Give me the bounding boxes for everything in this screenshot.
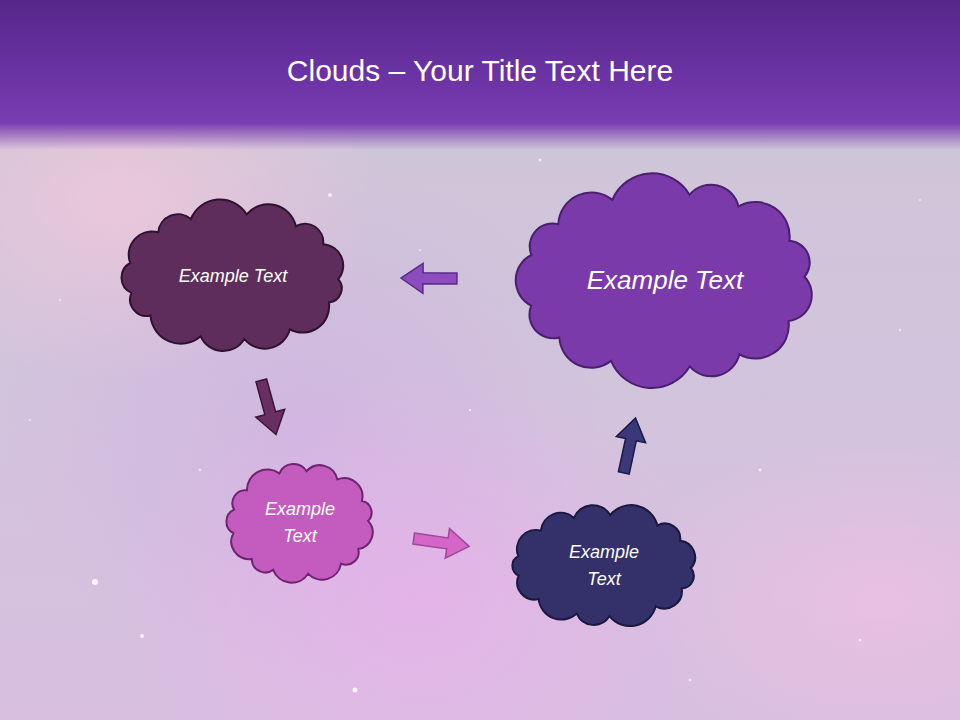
cloud-text: Example Text	[559, 539, 649, 593]
cloud-shape	[516, 173, 812, 388]
block-arrow	[616, 418, 645, 474]
cloud-node: Example Text	[500, 168, 830, 393]
cloud-node: Example Text	[217, 456, 383, 589]
cloud-text: Example Text	[179, 263, 287, 290]
cloud-text-group: Example Text	[559, 539, 649, 593]
cloud-text: Example Text	[260, 496, 340, 550]
block-arrow	[401, 263, 457, 293]
slide-title: Clouds – Your Title Text Here	[0, 54, 960, 88]
cloud-text-group: Example Text	[179, 263, 287, 290]
block-arrow	[413, 529, 469, 559]
cloud-shape	[226, 464, 372, 583]
block-arrow	[256, 379, 285, 435]
cloud-shape	[512, 505, 695, 626]
cloud-text-group: Example Text	[260, 496, 340, 550]
cloud-text-group: Example Text	[587, 261, 744, 300]
title-text: Clouds – Your Title Text Here	[287, 54, 673, 87]
cloud-shape	[122, 199, 344, 351]
cloud-text: Example Text	[587, 261, 744, 300]
cloud-outline	[217, 456, 383, 589]
cloud-node: Example Text	[108, 194, 358, 359]
cloud-node: Example Text	[500, 498, 708, 633]
cloud-outline	[500, 498, 708, 633]
